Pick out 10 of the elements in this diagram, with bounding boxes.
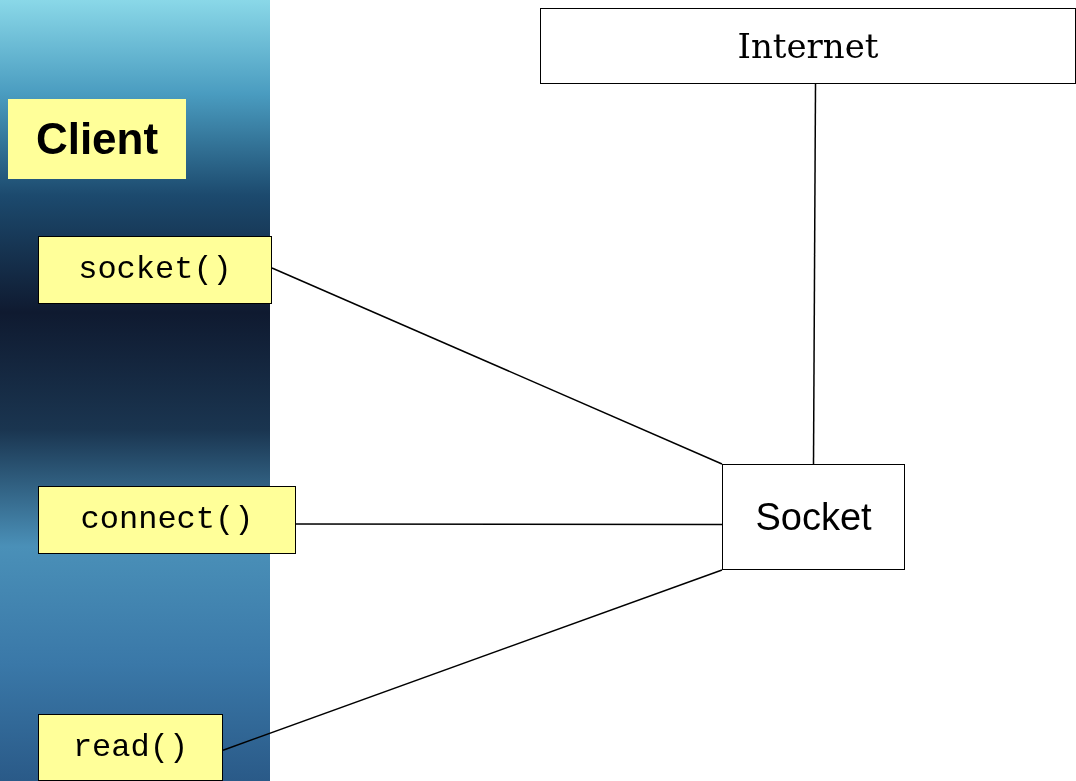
connector-line bbox=[271, 267, 723, 465]
connector-line bbox=[295, 523, 723, 526]
function-box: connect() bbox=[38, 486, 296, 554]
connector-line bbox=[812, 83, 817, 465]
function-box: socket() bbox=[38, 236, 272, 304]
function-box: read() bbox=[38, 714, 223, 781]
connector-line bbox=[222, 569, 723, 751]
network-box: Internet bbox=[540, 8, 1076, 84]
title-label: Client bbox=[8, 99, 186, 179]
socket-box: Socket bbox=[722, 464, 905, 570]
